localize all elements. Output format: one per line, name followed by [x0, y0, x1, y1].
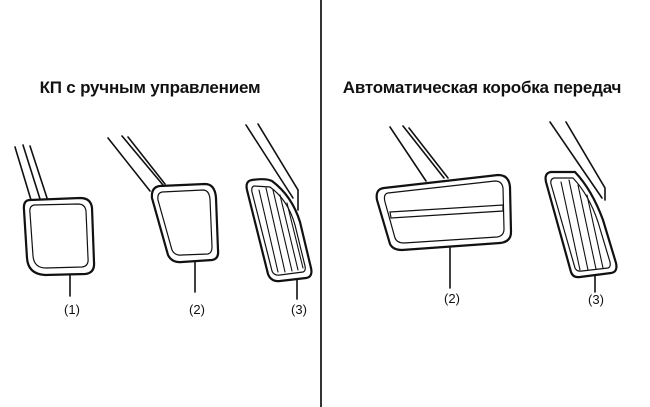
- label-automatic-2: (2): [444, 291, 460, 306]
- label-manual-1: (1): [64, 302, 80, 317]
- manual-title: КП с ручным управлением: [39, 78, 261, 97]
- panel-divider: [320, 0, 322, 407]
- manual-pedal-1: (1): [14, 144, 96, 317]
- automatic-pedal-2: (2): [375, 125, 513, 306]
- automatic-title: Автоматическая коробка передач: [342, 78, 622, 97]
- label-manual-3: (3): [291, 302, 307, 317]
- automatic-pedal-3: (3): [544, 121, 618, 307]
- label-manual-2: (2): [189, 302, 205, 317]
- label-automatic-3: (3): [588, 292, 604, 307]
- manual-pedal-2: (2): [107, 135, 220, 317]
- manual-pedal-3: (3): [245, 123, 313, 317]
